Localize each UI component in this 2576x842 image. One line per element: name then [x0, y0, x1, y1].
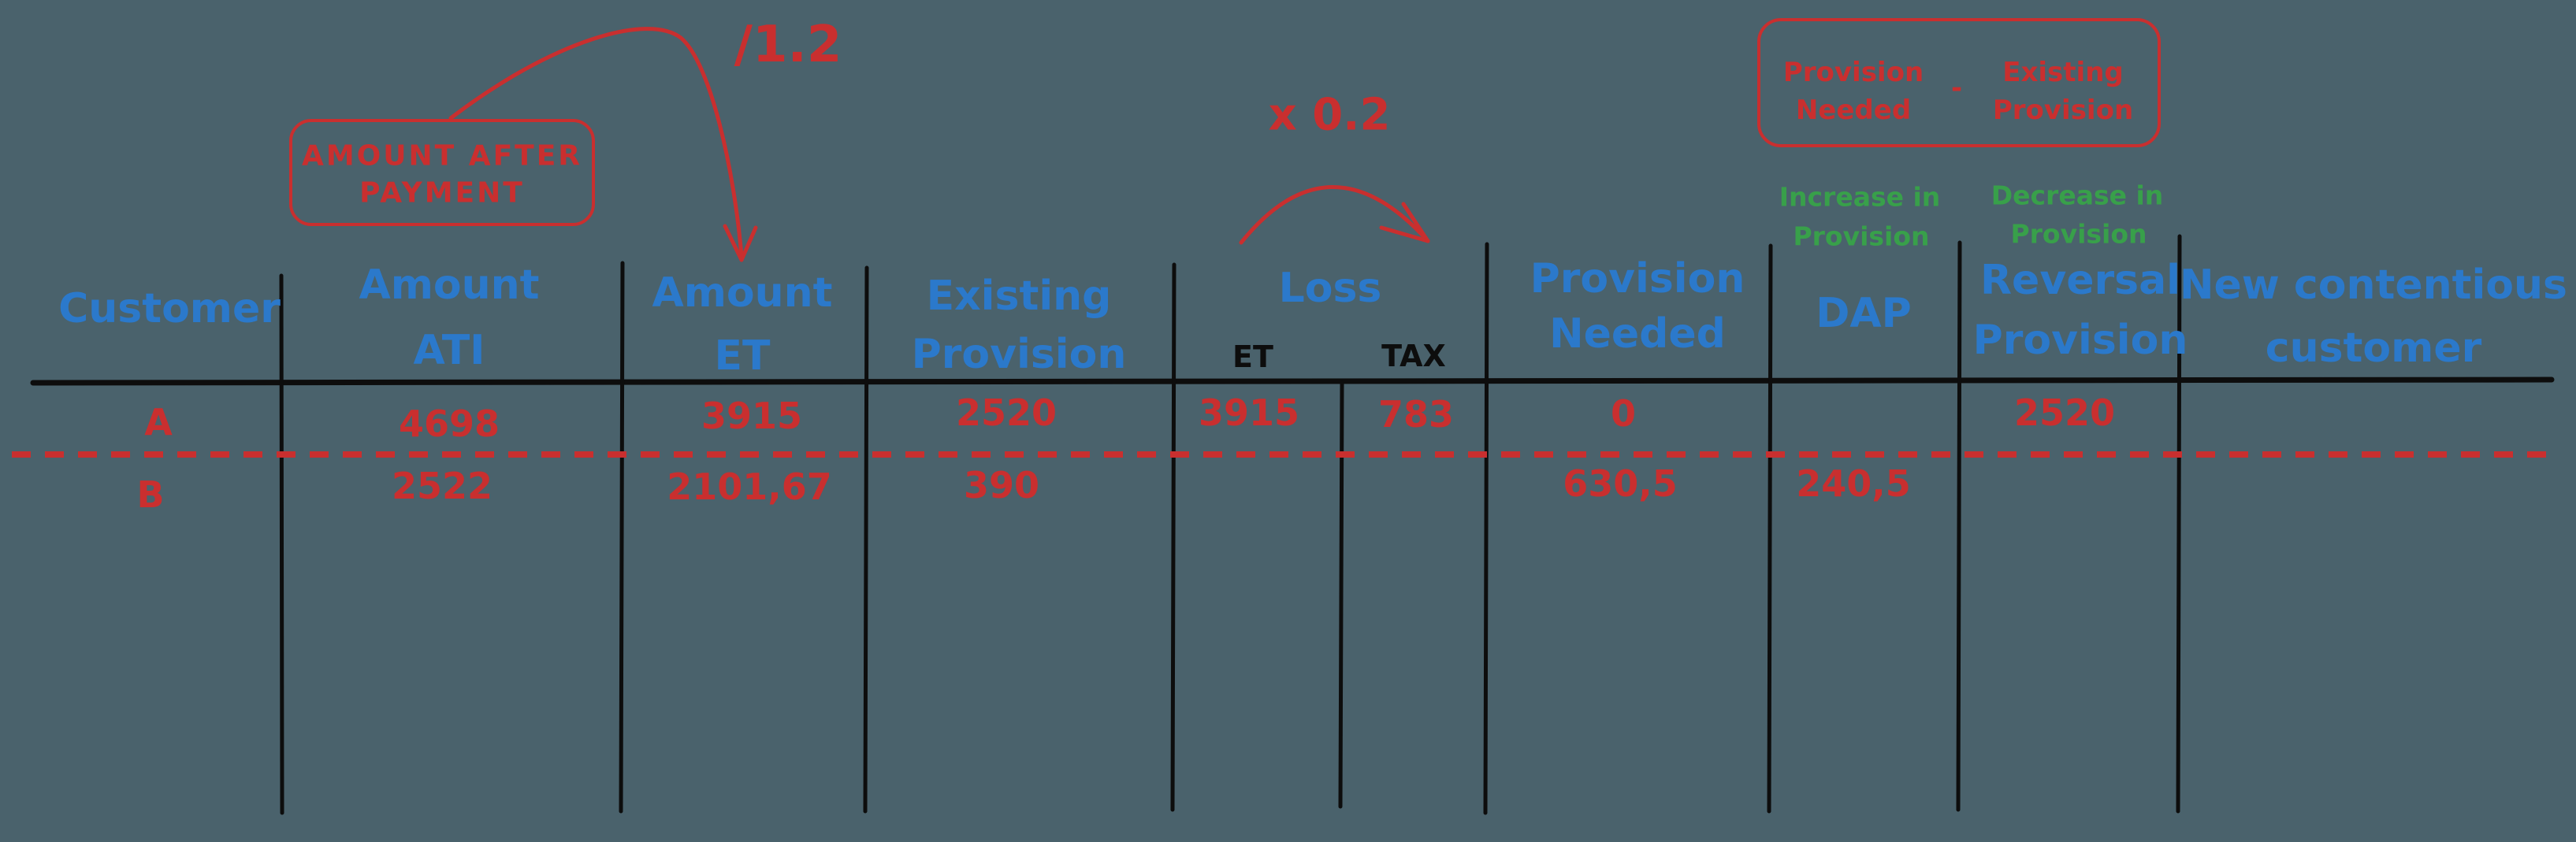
- divider-existing-loss: [1170, 262, 1176, 812]
- cell-rowB-amount-ati: 2522: [391, 465, 493, 507]
- header-amount-ati-line2: ATI: [413, 327, 485, 374]
- multiply-arrow: [1239, 185, 1430, 245]
- amount-after-payment-line2: PAYMENT: [359, 176, 525, 210]
- header-provision-needed-line1: Provision: [1530, 255, 1745, 302]
- divider-provision-dap: [1767, 243, 1773, 814]
- divider-ati-et: [619, 261, 625, 814]
- formula-right-line2: Provision: [1992, 95, 2134, 126]
- cell-rowA-loss-et: 3915: [1198, 391, 1300, 434]
- header-dap: DAP: [1816, 290, 1912, 337]
- cell-rowA-reversal-provision: 2520: [2013, 391, 2116, 434]
- divider-loss-provision: [1483, 242, 1489, 815]
- cell-rowB-existing-provision: 390: [963, 464, 1040, 506]
- formula-operator: -: [1950, 72, 1963, 104]
- subheader-loss-et: ET: [1232, 339, 1273, 374]
- cell-rowA-amount-ati: 4698: [398, 402, 500, 445]
- multiply-factor-label: x 0.2: [1268, 89, 1391, 141]
- formula-left-line2: Needed: [1795, 95, 1912, 126]
- divider-loss-et-tax: [1338, 380, 1344, 809]
- divide-factor-label: /1.2: [734, 16, 842, 74]
- formula-left-line1: Provision: [1782, 57, 1924, 88]
- header-reversal-line2: Provision: [1972, 317, 2188, 364]
- note-decrease-line1: Decrease in: [1991, 180, 2164, 211]
- cell-rowA-customer: A: [144, 401, 173, 443]
- divide-arrow: [448, 27, 758, 262]
- amount-after-payment-box: [289, 119, 595, 226]
- cell-rowA-existing-provision: 2520: [955, 391, 1058, 434]
- cell-rowA-amount-et: 3915: [701, 395, 803, 437]
- divider-customer-ati: [279, 273, 284, 815]
- header-loss: Loss: [1278, 265, 1382, 312]
- header-new-contentious-line2: customer: [2265, 325, 2482, 372]
- header-new-contentious-line1: New contentious: [2179, 262, 2568, 309]
- header-underline: [30, 376, 2555, 386]
- subheader-loss-tax: TAX: [1381, 339, 1446, 373]
- cell-rowB-dap: 240,5: [1796, 462, 1911, 505]
- cell-rowB-amount-et: 2101,67: [667, 466, 832, 508]
- cell-rowA-loss-tax: 783: [1377, 393, 1455, 436]
- header-provision-needed-line2: Needed: [1549, 310, 1726, 358]
- header-reversal-line1: Reversal: [1980, 257, 2180, 304]
- header-existing-line1: Existing: [926, 273, 1112, 320]
- divider-reversal-new: [2176, 234, 2182, 814]
- header-existing-line2: Provision: [911, 331, 1127, 378]
- header-amount-ati-line1: Amount: [359, 262, 540, 309]
- cell-rowB-customer: B: [136, 473, 165, 516]
- header-customer: Customer: [58, 285, 281, 332]
- cell-rowB-provision-needed: 630,5: [1563, 462, 1678, 505]
- formula-right-line1: Existing: [2002, 57, 2124, 88]
- header-amount-et-line2: ET: [714, 332, 771, 380]
- divider-dap-reversal: [1956, 240, 1962, 812]
- cell-rowA-provision-needed: 0: [1610, 392, 1637, 435]
- divider-et-existing: [863, 265, 869, 814]
- amount-after-payment-line1: AMOUNT AFTER: [301, 139, 583, 172]
- note-increase-line1: Increase in: [1779, 181, 1941, 213]
- provision-formula-box: [1757, 18, 2161, 147]
- note-decrease-line2: Provision: [2010, 218, 2147, 250]
- note-increase-line2: Provision: [1793, 221, 1930, 252]
- header-amount-et-line1: Amount: [652, 269, 833, 317]
